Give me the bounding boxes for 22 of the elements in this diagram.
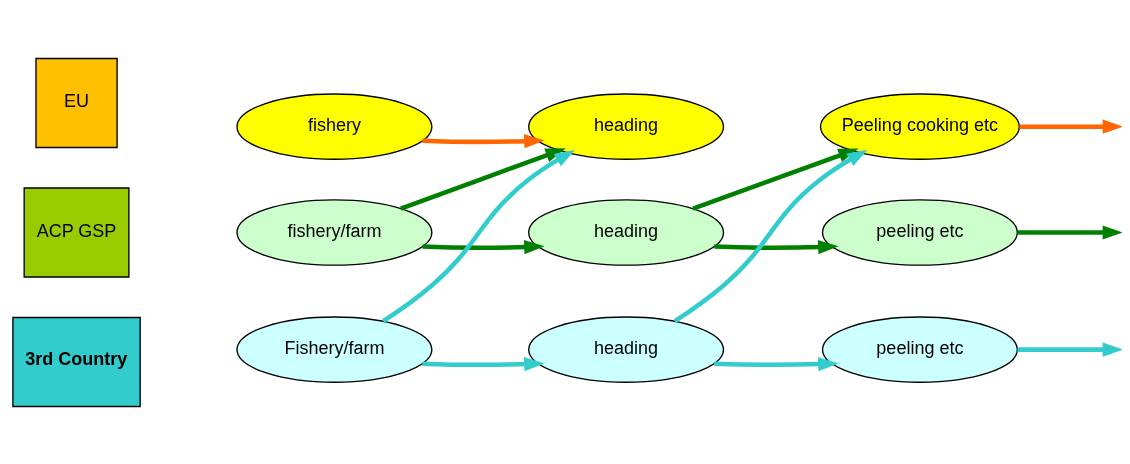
node-ellipse: fishery/farm	[236, 198, 433, 266]
arrow	[714, 356, 839, 371]
arrow	[1019, 119, 1122, 134]
arrow	[692, 148, 859, 211]
node-ellipse: heading	[528, 198, 725, 266]
node-box: EU	[35, 57, 118, 148]
node-box: ACP GSP	[23, 186, 130, 278]
arrow	[422, 356, 545, 371]
arrow	[1017, 224, 1122, 240]
arrow	[673, 149, 868, 323]
node-ellipse: heading	[528, 315, 725, 383]
node-ellipse: fishery	[236, 92, 433, 160]
node-box: 3rd Country	[12, 316, 141, 407]
node-ellipse: Fishery/farm	[236, 315, 433, 383]
arrow	[400, 147, 566, 211]
arrow	[422, 133, 545, 148]
node-ellipse: peeling etc	[821, 315, 1018, 383]
arrow	[382, 149, 575, 323]
node-ellipse: peeling etc	[821, 198, 1018, 266]
arrow	[422, 239, 545, 254]
arrow	[1017, 342, 1122, 357]
arrow	[714, 239, 839, 254]
